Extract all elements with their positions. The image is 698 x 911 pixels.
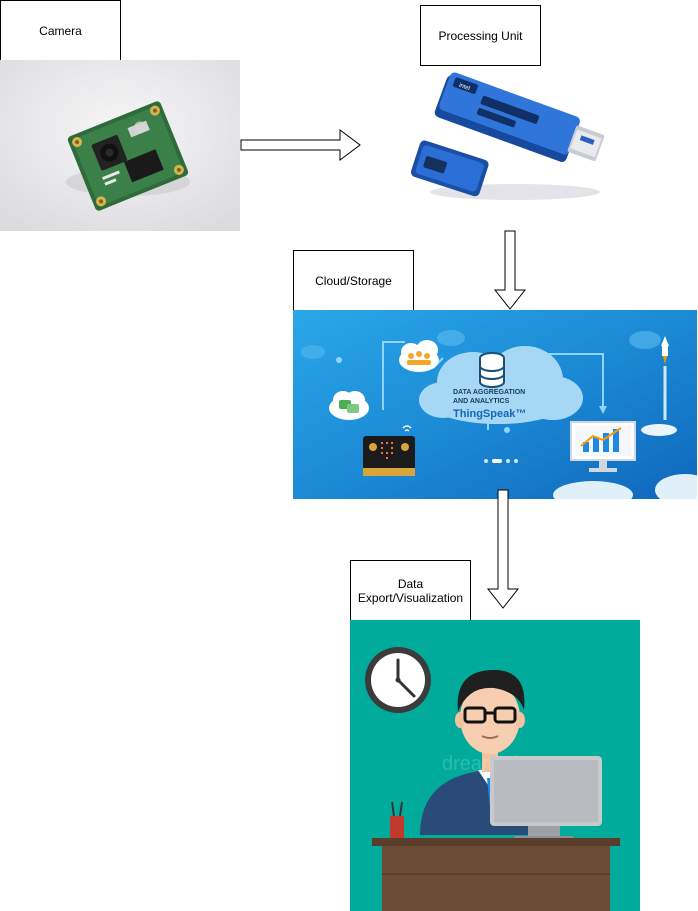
camera-module-icon bbox=[67, 101, 189, 211]
chat-cloud-icon bbox=[329, 391, 369, 420]
cloud-text-line1: DATA AGGREGATION bbox=[453, 389, 525, 396]
data-export-label: Data Export/Visualization bbox=[350, 560, 471, 621]
camera-image bbox=[0, 60, 240, 231]
camera-label: Camera bbox=[0, 0, 121, 61]
thingspeak-logo: ThingSpeak™ bbox=[453, 408, 526, 420]
cloud-storage-image: DATA AGGREGATION AND ANALYTICS ThingSpea… bbox=[293, 310, 697, 499]
arrow-processing-to-cloud bbox=[493, 230, 529, 312]
desk-top bbox=[372, 838, 620, 846]
computer-monitor-icon bbox=[490, 756, 602, 842]
microbit-icon bbox=[363, 425, 415, 476]
monitor-chart-icon bbox=[570, 421, 636, 472]
data-export-image: dreamstime bbox=[350, 620, 640, 911]
clock-icon bbox=[365, 647, 431, 713]
cloud-storage-label-text: Cloud/Storage bbox=[315, 273, 392, 288]
processing-unit-label-text: Processing Unit bbox=[438, 28, 523, 43]
processing-unit-label: Processing Unit bbox=[420, 5, 541, 66]
arrow-cloud-to-export bbox=[486, 489, 522, 611]
rocket-icon bbox=[641, 336, 677, 436]
camera-label-text: Camera bbox=[39, 23, 82, 38]
cloud-text-line2: AND ANALYTICS bbox=[453, 398, 510, 405]
desk-body bbox=[382, 846, 610, 911]
cloud-storage-label: Cloud/Storage bbox=[293, 250, 414, 311]
people-cloud-icon bbox=[399, 340, 439, 372]
data-export-label-text: Data Export/Visualization bbox=[357, 576, 464, 605]
processing-unit-image: intel bbox=[405, 70, 605, 205]
intel-logo: intel bbox=[458, 83, 470, 92]
arrow-camera-to-processing bbox=[240, 128, 362, 163]
compute-stick-icon: intel bbox=[410, 72, 605, 197]
database-icon bbox=[479, 352, 505, 388]
pencil-cup-icon bbox=[390, 801, 404, 838]
carousel-dots bbox=[484, 459, 518, 463]
